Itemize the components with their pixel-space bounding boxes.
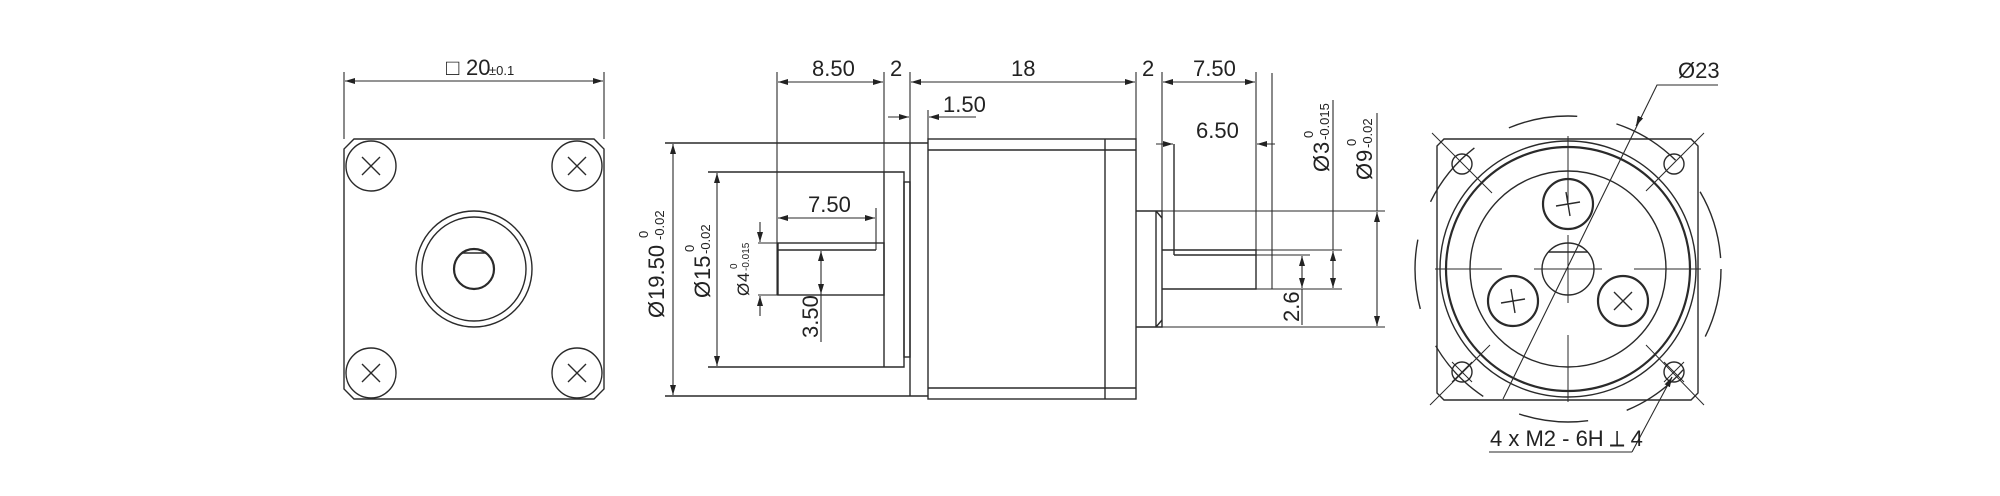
- svg-text:9: 9: [1352, 150, 1377, 162]
- svg-text:-0.02: -0.02: [698, 224, 713, 254]
- svg-text:0: 0: [682, 245, 697, 252]
- dim-boss-diameter: Ø 15 -0.02 0: [682, 224, 715, 298]
- thread-note: 4 x M2 - 6H ⟂ 4: [1490, 426, 1643, 451]
- screw-icon: [551, 347, 603, 399]
- svg-text:Ø: Ø: [644, 301, 669, 318]
- dim-motor-shaft-length: 7.50: [1193, 56, 1236, 81]
- screw-icon: [551, 140, 603, 192]
- output-shaft: [777, 242, 885, 296]
- svg-text:Ø: Ø: [1352, 163, 1377, 180]
- svg-text:Ø: Ø: [1309, 155, 1334, 172]
- svg-text:-0.015: -0.015: [741, 242, 752, 271]
- screw-icon: [1486, 274, 1540, 328]
- screw-icon: [1596, 274, 1650, 328]
- dim-output-shaft-diameter: Ø 4 -0.015 0: [729, 242, 753, 296]
- dim-output-flat: 3.50: [798, 295, 823, 338]
- motor-boss: [1136, 210, 1163, 328]
- screw-icon: [1541, 177, 1595, 231]
- boss-outer-circle: [415, 210, 533, 328]
- svg-text:Ø: Ø: [734, 283, 753, 296]
- pitch-circle: [1414, 115, 1722, 423]
- screw-icon: [345, 347, 397, 399]
- svg-text:0: 0: [1301, 131, 1316, 138]
- mounting-hole-icon: [1451, 361, 1473, 383]
- svg-text:-0.015: -0.015: [1317, 103, 1332, 140]
- svg-text:19.50: 19.50: [644, 245, 669, 300]
- width-tolerance: ±0.1: [489, 63, 514, 78]
- centerlines: [1429, 132, 1705, 406]
- dim-output-flat-length: 7.50: [808, 192, 851, 217]
- svg-text:4: 4: [734, 273, 753, 282]
- dim-motor-shaft-diameter: Ø 3 -0.015 0: [1301, 103, 1334, 172]
- svg-text:0: 0: [729, 263, 740, 269]
- square-symbol: □: [446, 55, 459, 80]
- dim-motor-boss-length: 2: [1142, 56, 1154, 81]
- rear-view: Ø23 4 x M2 - 6H ⟂ 4: [1414, 58, 1722, 453]
- svg-text:0: 0: [1344, 139, 1359, 146]
- side-view: 8.50 2 18 2 7.50 1.50 7.50 6.50 Ø 19.50 …: [636, 56, 1385, 400]
- boss-inner-circle: [421, 216, 527, 322]
- svg-text:3: 3: [1309, 142, 1334, 154]
- front-view: □ 20 ±0.1: [343, 55, 605, 400]
- svg-text:Ø: Ø: [690, 281, 715, 298]
- dim-motor-length: 18: [1011, 56, 1035, 81]
- mounting-hole-icon: [1663, 153, 1685, 175]
- dim-flange-thickness: 1.50: [943, 92, 986, 117]
- motor-shaft: [1162, 249, 1257, 290]
- dim-output-shaft-length: 8.50: [812, 56, 855, 81]
- svg-text:-0.02: -0.02: [1360, 118, 1375, 148]
- rear-flange-square: [1436, 138, 1699, 401]
- svg-text:15: 15: [690, 256, 715, 280]
- svg-text:-0.02: -0.02: [652, 210, 667, 240]
- shaft-circle: [452, 247, 496, 291]
- mounting-hole-icon: [1451, 153, 1473, 175]
- pitch-circle-label: Ø23: [1678, 58, 1720, 83]
- screw-icon: [345, 140, 397, 192]
- motor-body: [927, 138, 1137, 400]
- dim-housing-diameter: Ø 19.50 -0.02 0: [636, 210, 669, 318]
- svg-text:0: 0: [636, 231, 651, 238]
- leader-pitch-circle: [1502, 84, 1718, 400]
- dim-boss-length: 2: [890, 56, 902, 81]
- flange-square: [343, 138, 605, 400]
- dim-motor-flat: 2.6: [1279, 291, 1304, 322]
- leader-thread-note: [1489, 376, 1673, 453]
- dim-motor-flat-length: 6.50: [1196, 118, 1239, 143]
- width-value: 20: [466, 55, 490, 80]
- dim-motor-boss-diameter: Ø 9 -0.02 0: [1344, 118, 1377, 180]
